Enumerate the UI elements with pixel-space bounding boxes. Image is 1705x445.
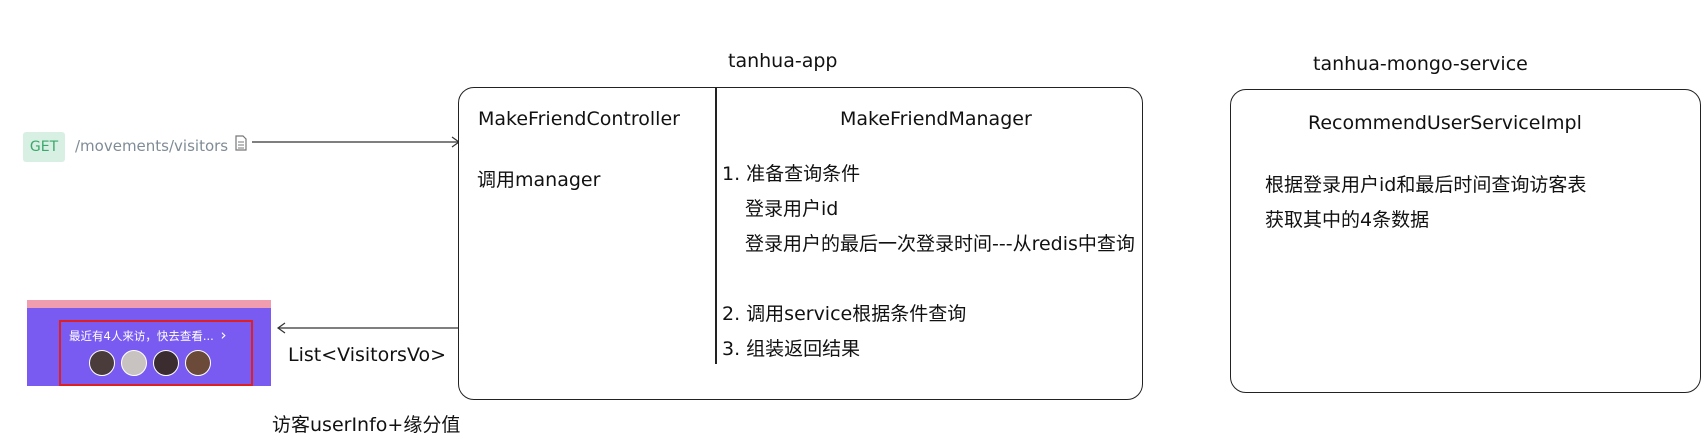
service-name: RecommendUserServiceImpl: [1308, 112, 1582, 134]
app-box-divider: [715, 88, 717, 364]
banner-message: 最近有4人来访，快去查看...: [69, 329, 214, 343]
visitor-avatar-3: [153, 350, 179, 376]
service-desc-2: 获取其中的4条数据: [1265, 209, 1430, 231]
visitor-avatar-4: [185, 350, 211, 376]
manager-step-1b: 登录用户的最后一次登录时间---从redis中查询: [745, 233, 1135, 255]
banner-highlight-frame: [59, 320, 253, 386]
manager-step-3: 3. 组装返回结果: [722, 338, 861, 360]
app-title: tanhua-app: [728, 50, 838, 72]
mongo-service-title: tanhua-mongo-service: [1313, 53, 1528, 75]
http-method-badge: GET: [23, 132, 65, 162]
api-path: /movements/visitors: [75, 137, 229, 155]
visitors-banner-screenshot: 最近有4人来访，快去查看... ›: [27, 300, 271, 386]
response-arrow-head: [276, 322, 286, 334]
chevron-right-icon: ›: [220, 326, 227, 344]
manager-step-1a: 登录用户id: [745, 198, 839, 220]
tanhua-app-box: [458, 87, 1143, 400]
mongo-service-box: [1230, 89, 1701, 393]
controller-step: 调用manager: [477, 169, 601, 191]
controller-name: MakeFriendController: [478, 108, 680, 130]
service-desc-1: 根据登录用户id和最后时间查询访客表: [1265, 174, 1587, 196]
document-icon[interactable]: [234, 135, 248, 152]
manager-step-2: 2. 调用service根据条件查询: [722, 303, 967, 325]
response-note: 访客userInfo+缘分值: [272, 414, 461, 436]
visitor-avatar-2: [121, 350, 147, 376]
banner-top-stripe: [27, 300, 271, 308]
response-type: List<VisitorsVo>: [288, 344, 447, 366]
banner-text: 最近有4人来访，快去查看... ›: [69, 326, 226, 344]
manager-step-1: 1. 准备查询条件: [722, 163, 861, 185]
manager-name: MakeFriendManager: [840, 108, 1032, 130]
visitor-avatar-1: [89, 350, 115, 376]
